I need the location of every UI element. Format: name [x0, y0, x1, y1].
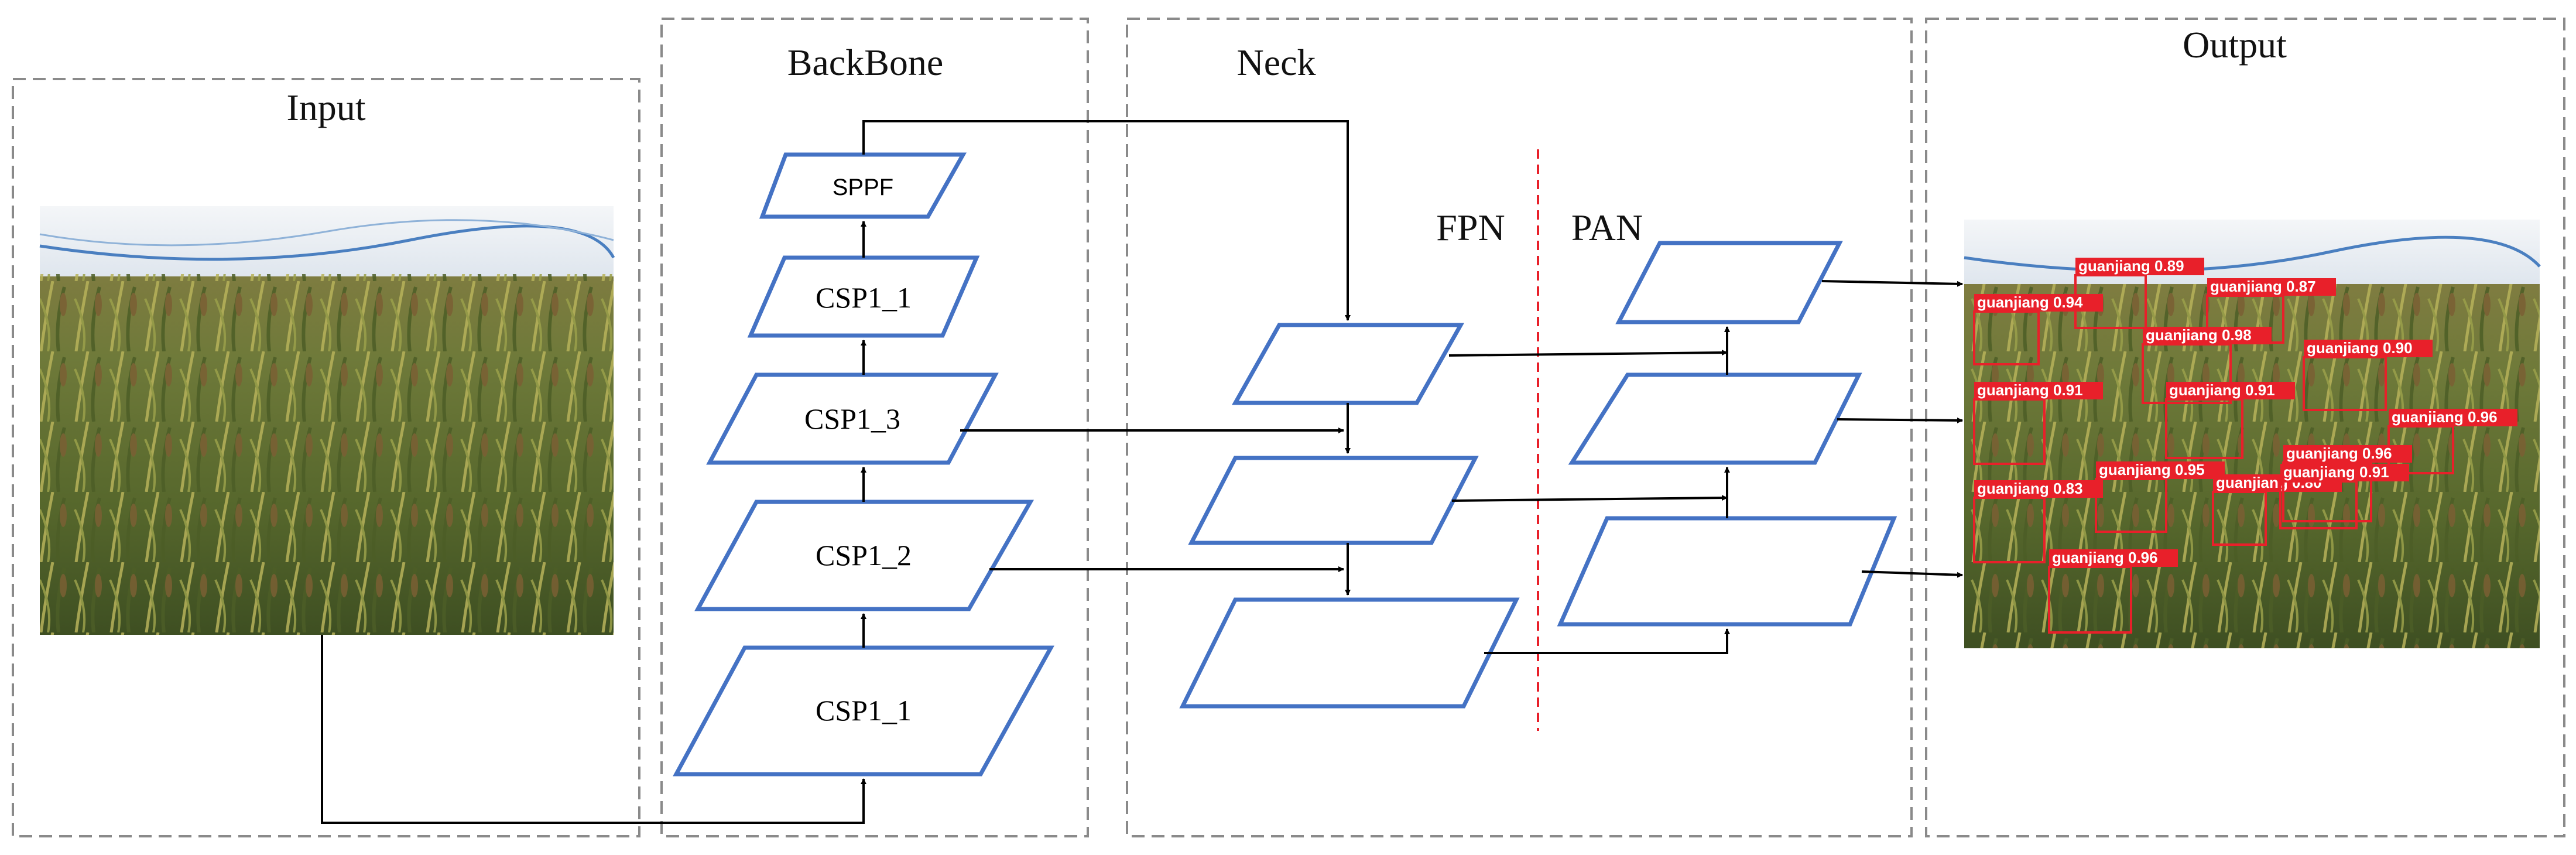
input-panel-frame: [12, 78, 640, 837]
neck-panel: Neck FPN PAN: [1126, 18, 1913, 837]
sppf-block-label: SPPF: [833, 175, 893, 200]
csp1-3-block: CSP1_3: [706, 372, 999, 465]
detection-label: guanjiang 0.87: [2210, 278, 2316, 295]
output-panel-title: Output: [2183, 24, 2287, 66]
neck-panel-frame: [1126, 18, 1913, 837]
detection-tag: [2049, 549, 2178, 567]
detection-label: guanjiang 0.91: [2283, 463, 2389, 481]
csp1-1-top-block: CSP1_1: [747, 255, 980, 338]
detection-tag: [1974, 294, 2103, 312]
detection-label: guanjiang 0.96: [2286, 444, 2392, 462]
csp1-1-bottom-block: CSP1_1: [673, 645, 1054, 777]
csp1-2-block: CSP1_2: [694, 500, 1034, 611]
pan-label: PAN: [1571, 207, 1643, 248]
fpn-top-to-pan-arrow: [1448, 350, 1728, 357]
detection-label: guanjiang 0.91: [2169, 381, 2275, 399]
csp1-3-block-label: CSP1_3: [804, 402, 900, 435]
detection-label: guanjiang 0.96: [2052, 549, 2158, 566]
pan-block-bottom: [1557, 516, 1897, 627]
backbone-panel-title: BackBone: [787, 42, 944, 83]
pan-block-middle: [1568, 372, 1862, 465]
sppf-block: SPPF: [759, 152, 967, 219]
detection-tag: [2096, 461, 2225, 479]
detection-tag: [2143, 327, 2272, 344]
detection-tag: [2280, 464, 2409, 481]
input-field-photo: [39, 206, 615, 635]
detection-label: guanjiang 0.94: [1977, 293, 2083, 311]
detection-tag: [1974, 382, 2103, 399]
input-panel: Input: [12, 78, 640, 837]
fpn-block-bottom: [1179, 597, 1520, 709]
detection-tag: [2207, 278, 2336, 296]
input-panel-title: Input: [286, 87, 365, 128]
detection-label: guanjiang 0.98: [2146, 326, 2252, 344]
detection-overlay: guanjiang 0.89 guanjiang 0.87 guanjiang 0.…: [1973, 257, 2517, 634]
neck-panel-title: Neck: [1236, 42, 1316, 83]
pan-top-to-output-arrow: [1821, 280, 1963, 287]
detection-tag: [2075, 258, 2204, 275]
csp1-1-top-block-label: CSP1_1: [816, 281, 912, 314]
detection-tag: [2166, 382, 2295, 399]
detection-label: guanjiang 0.95: [2099, 461, 2205, 478]
csp1-2-block-label: CSP1_2: [816, 539, 912, 572]
detection-label: guanjiang 0.83: [1977, 480, 2083, 497]
fpn-block-middle: [1188, 456, 1479, 545]
detection-tag: [1974, 480, 2103, 498]
pan-bottom-to-output-arrow: [1861, 570, 1963, 578]
connectors: [321, 120, 1963, 824]
detection-label: guanjiang 0.89: [2078, 257, 2184, 275]
pan-block-top: [1615, 241, 1843, 324]
detection-label: guanjiang 0.90: [2307, 339, 2413, 357]
pan-middle-to-output-arrow: [1837, 417, 1963, 423]
fpn-bottom-to-pan-arrow: [1484, 628, 1730, 654]
detection-label: guanjiang 0.96: [2392, 408, 2498, 426]
detection-tag: [2389, 409, 2517, 426]
fpn-block-top: [1232, 323, 1464, 405]
backbone-panel-frame: [660, 18, 1089, 837]
detection-tag: [2283, 445, 2412, 463]
fpn-label: FPN: [1436, 207, 1505, 248]
sppf-to-fpn-arrow: [862, 120, 1351, 321]
input-to-backbone-arrow: [321, 635, 866, 824]
detection-label: guanjiang 0.91: [1977, 381, 2083, 399]
fpn-middle-to-pan-arrow: [1451, 495, 1728, 502]
output-panel-frame: [1925, 18, 2565, 837]
detection-tag: [2304, 340, 2433, 357]
backbone-panel: BackBone SPPF CSP1_1 CSP1_3 CSP1_2 CSP1_…: [660, 18, 1089, 837]
csp1-1-bottom-block-label: CSP1_1: [816, 694, 912, 727]
